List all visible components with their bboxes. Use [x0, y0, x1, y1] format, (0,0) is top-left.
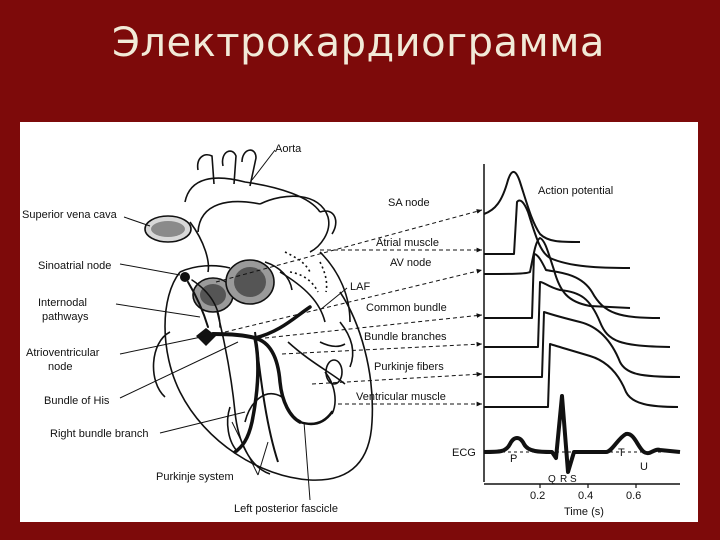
label-aorta: Aorta	[275, 143, 302, 155]
trace-av-node	[483, 237, 631, 309]
heart-labels: Aorta Superior vena cava Sinoatrial node…	[22, 143, 370, 515]
heart-illustration	[144, 149, 374, 481]
trace-connectors	[215, 209, 483, 407]
label-bundle-branches: Bundle branches	[364, 331, 447, 343]
trace-purkinje-fibers	[484, 311, 681, 378]
ecg-s-wave: S	[570, 474, 577, 485]
label-sinoatrial-node: Sinoatrial node	[38, 260, 111, 272]
label-purkinje-fibers: Purkinje fibers	[374, 361, 444, 373]
trace-common-bundle	[484, 253, 661, 319]
label-bundle-of-his: Bundle of His	[44, 395, 110, 407]
trace-sa-node	[483, 171, 581, 243]
label-left-posterior-fascicle: Left posterior fascicle	[234, 503, 338, 515]
label-atrial-muscle: Atrial muscle	[376, 237, 439, 249]
ecg-r-wave: R	[560, 474, 567, 485]
label-common-bundle: Common bundle	[366, 302, 447, 314]
label-sa-node: SA node	[388, 197, 430, 209]
label-internodal-pathways: pathways	[42, 311, 89, 323]
trace-bundle-branches	[484, 281, 671, 348]
ecg-trace: ECG P Q R S T U	[452, 394, 681, 485]
conduction-system	[180, 272, 334, 454]
trace-ventricular-muscle	[484, 343, 679, 408]
ecg-t-wave: T	[618, 447, 625, 459]
label-laf: LAF	[350, 281, 370, 293]
label-atrioventricular: Atrioventricular	[26, 347, 100, 359]
action-potential-traces	[483, 171, 681, 408]
label-purkinje-system: Purkinje system	[156, 471, 234, 483]
label-superior-vena-cava: Superior vena cava	[22, 209, 118, 221]
time-axis-label: Time (s)	[564, 506, 604, 518]
ecg-label: ECG	[452, 447, 476, 459]
cardiac-conduction-diagram: Aorta Superior vena cava Sinoatrial node…	[22, 143, 681, 518]
heart-leaders	[115, 149, 348, 501]
label-right-bundle-branch: Right bundle branch	[50, 428, 148, 440]
label-ventricular-muscle: Ventricular muscle	[356, 391, 446, 403]
ecg-p-wave: P	[510, 453, 517, 465]
time-tick-0-2: 0.2	[530, 490, 545, 502]
time-tick-0-4: 0.4	[578, 490, 593, 502]
label-av-node: node	[48, 361, 72, 373]
label-internodal: Internodal	[38, 297, 87, 309]
trace-labels: Action potential SA node Atrial muscle A…	[356, 185, 613, 403]
ecg-q-wave: Q	[548, 474, 556, 485]
page-title: Электрокардиограмма	[112, 20, 605, 66]
label-action-potential: Action potential	[538, 185, 613, 197]
trace-atrial-muscle	[484, 199, 631, 269]
ecg-u-wave: U	[640, 461, 648, 473]
label-trace-av-node: AV node	[390, 257, 431, 269]
time-axis: 0.2 0.4 0.6 Time (s)	[484, 483, 680, 518]
time-tick-0-6: 0.6	[626, 490, 641, 502]
diagram-panel: Aorta Superior vena cava Sinoatrial node…	[20, 122, 698, 522]
